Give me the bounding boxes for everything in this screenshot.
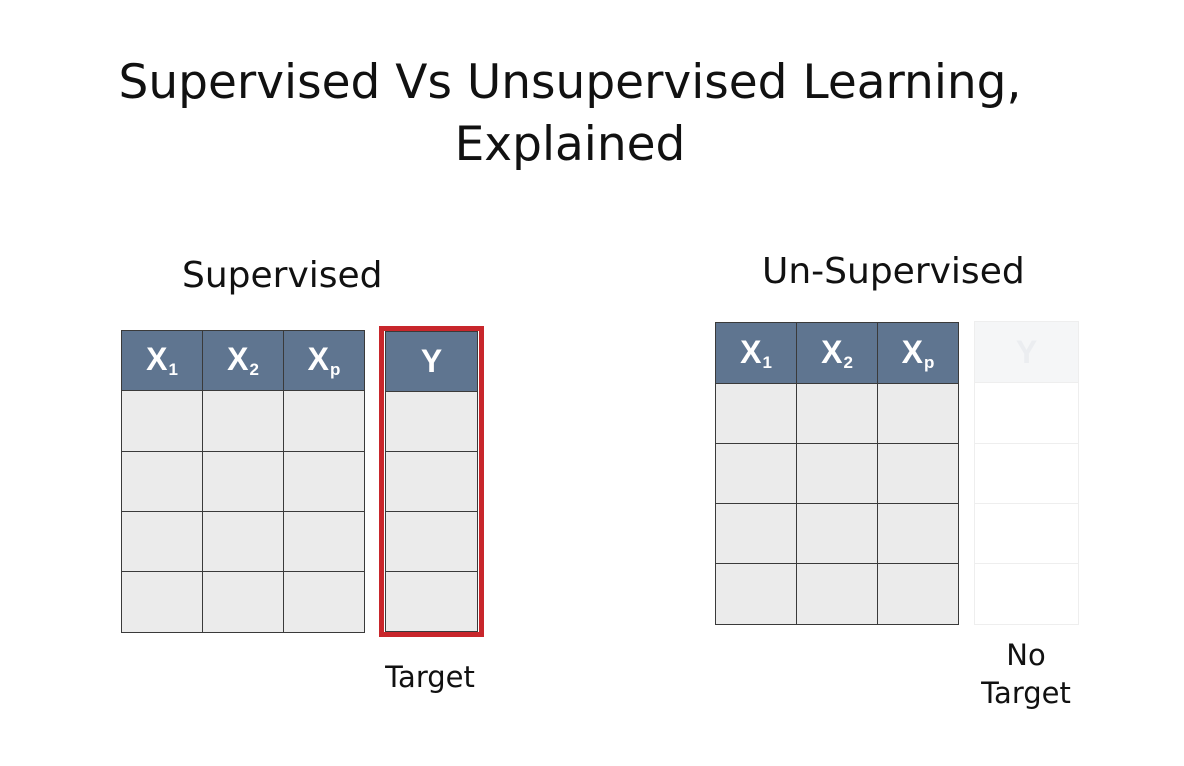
table-cell — [121, 511, 203, 572]
table-cell — [715, 443, 797, 504]
table-row — [974, 503, 1079, 564]
table-cell — [796, 563, 878, 625]
table-row — [385, 451, 478, 512]
supervised-header-x1: X1 — [121, 330, 203, 391]
unsupervised-header-x2: X2 — [796, 322, 878, 384]
table-cell — [385, 391, 478, 452]
no-target-caption: No Target — [966, 636, 1086, 712]
table-cell — [877, 383, 959, 444]
table-row — [121, 390, 365, 452]
table-cell — [385, 571, 478, 632]
supervised-target-column: Y — [385, 331, 478, 632]
no-target-caption-line-1: No — [1006, 638, 1046, 672]
unsupervised-heading: Un-Supervised — [762, 251, 1025, 292]
target-highlight-outline — [379, 326, 484, 637]
unsupervised-feature-table: X1 X2 Xp — [715, 322, 959, 625]
table-cell — [974, 563, 1079, 625]
table-row — [385, 391, 478, 452]
table-cell — [796, 503, 878, 564]
unsupervised-header-y: Y — [974, 321, 1079, 383]
table-cell — [202, 511, 284, 572]
table-cell — [715, 503, 797, 564]
supervised-header-x2: X2 — [202, 330, 284, 391]
table-row — [121, 511, 365, 572]
table-row — [385, 511, 478, 572]
unsupervised-header-x1: X1 — [715, 322, 797, 384]
table-row — [974, 382, 1079, 444]
table-cell — [974, 443, 1079, 504]
supervised-header-xp: Xp — [283, 330, 365, 391]
table-row — [715, 503, 959, 564]
table-cell — [121, 571, 203, 633]
no-target-caption-line-2: Target — [981, 676, 1071, 710]
table-cell — [283, 451, 365, 512]
table-row — [715, 443, 959, 504]
table-cell — [796, 383, 878, 444]
table-cell — [121, 451, 203, 512]
table-row — [715, 563, 959, 625]
table-row — [715, 383, 959, 444]
unsupervised-header-xp: Xp — [877, 322, 959, 384]
target-caption: Target — [385, 660, 475, 694]
table-cell — [283, 571, 365, 633]
unsupervised-missing-target-column: Y — [974, 321, 1079, 625]
table-row — [974, 563, 1079, 625]
table-cell — [715, 383, 797, 444]
table-cell — [877, 443, 959, 504]
supervised-header-y: Y — [385, 331, 478, 392]
table-cell — [796, 443, 878, 504]
table-cell — [877, 503, 959, 564]
table-cell — [202, 390, 284, 452]
table-cell — [283, 390, 365, 452]
table-cell — [385, 511, 478, 572]
table-cell — [202, 451, 284, 512]
table-cell — [715, 563, 797, 625]
table-row — [121, 451, 365, 512]
table-cell — [385, 451, 478, 512]
supervised-feature-table: X1 X2 Xp — [121, 330, 365, 633]
page-title: Supervised Vs Unsupervised Learning, Exp… — [118, 55, 1022, 172]
table-cell — [121, 390, 203, 452]
table-cell — [974, 503, 1079, 564]
table-row — [974, 443, 1079, 504]
table-row — [121, 571, 365, 633]
supervised-heading: Supervised — [182, 255, 383, 296]
table-cell — [974, 382, 1079, 444]
table-cell — [877, 563, 959, 625]
table-cell — [283, 511, 365, 572]
table-row — [385, 571, 478, 632]
table-cell — [202, 571, 284, 633]
